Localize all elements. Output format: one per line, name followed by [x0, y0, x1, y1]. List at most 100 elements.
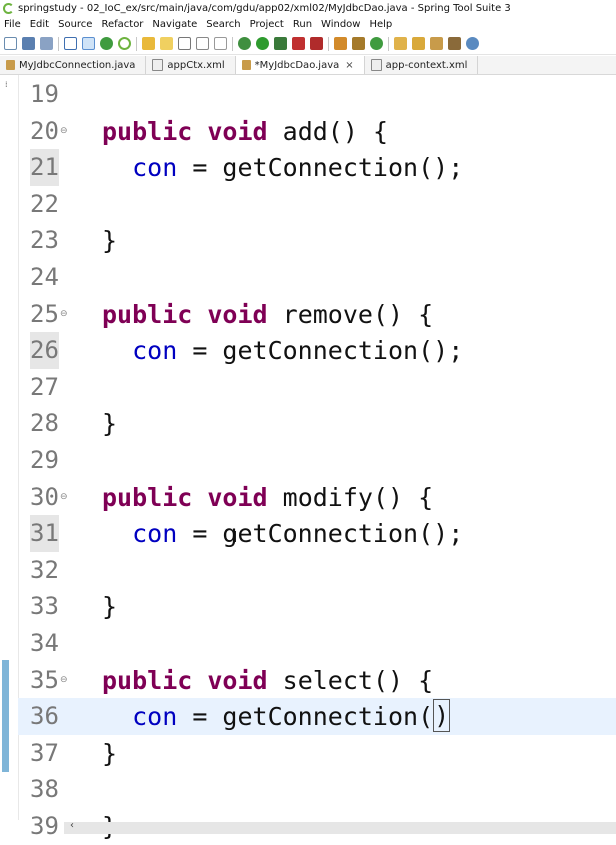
main-toolbar [0, 33, 616, 55]
tab-myjdbcdao[interactable]: *MyJdbcDao.java × [235, 56, 365, 74]
pin-icon[interactable] [142, 37, 155, 50]
toolbar-separator [58, 36, 59, 51]
code-line[interactable]: 21 con = getConnection(); [18, 149, 616, 187]
open-folder-icon[interactable] [412, 37, 425, 50]
menu-run[interactable]: Run [292, 18, 313, 30]
new-package-icon[interactable] [352, 37, 365, 50]
tab-label: MyJdbcConnection.java [19, 59, 136, 71]
code-text: } [102, 738, 118, 768]
fold-toggle-icon[interactable]: ⊖ [60, 308, 68, 319]
code-line[interactable]: 30⊖ public void modify() { [18, 479, 616, 516]
close-icon[interactable]: × [345, 59, 354, 71]
menu-window[interactable]: Window [321, 18, 361, 30]
save-icon[interactable] [22, 37, 35, 50]
code-line[interactable]: 27 [18, 369, 616, 406]
code-text: } [102, 409, 118, 439]
open-type-icon[interactable] [394, 37, 407, 50]
line-number: 32 [30, 555, 59, 584]
code-line[interactable]: 26 con = getConnection(); [18, 332, 616, 370]
code-line[interactable]: 37} [18, 735, 616, 772]
toolbar-separator [328, 36, 329, 51]
deploy-icon[interactable] [310, 37, 323, 50]
horizontal-scrollbar[interactable] [64, 822, 616, 834]
fold-toggle-icon[interactable]: ⊖ [60, 125, 68, 136]
tab-myjdbcconnection[interactable]: MyJdbcConnection.java [0, 56, 147, 74]
tab-app-context[interactable]: app-context.xml [365, 56, 479, 74]
line-number: 38 [30, 775, 59, 804]
code-line[interactable]: 25⊖public void remove() { [18, 296, 616, 333]
save-all-icon[interactable] [40, 37, 53, 50]
line-number: 30 [30, 482, 59, 511]
new-java-project-icon[interactable] [334, 37, 347, 50]
refresh-icon[interactable] [118, 37, 131, 50]
text-cursor-icon: I [233, 528, 238, 546]
fold-toggle-icon[interactable]: ⊖ [60, 491, 68, 502]
line-number: 33 [30, 592, 59, 621]
menu-search[interactable]: Search [206, 18, 241, 30]
navigate-icon[interactable] [448, 37, 461, 50]
xml-file-icon [152, 59, 164, 71]
spring-boot-icon[interactable] [100, 37, 113, 50]
change-marker [2, 660, 9, 772]
toolbar-separator [136, 36, 137, 51]
new-class-icon[interactable] [370, 37, 383, 50]
stop-icon[interactable] [292, 37, 305, 50]
code-line[interactable]: 29 [18, 442, 616, 479]
fold-toggle-icon[interactable]: ⊖ [60, 674, 68, 685]
edit-icon[interactable] [430, 37, 443, 50]
title-bar: springstudy - 02_IoC_ex/src/main/java/co… [0, 0, 616, 16]
mark-occurrences-icon[interactable] [214, 37, 227, 50]
code-line[interactable]: 33} [18, 588, 616, 625]
line-number: 36 [30, 702, 59, 731]
code-line[interactable]: 38 [18, 771, 616, 808]
matching-bracket: ) [433, 699, 451, 733]
debug-icon[interactable] [238, 37, 251, 50]
code-line[interactable]: 19 [18, 76, 616, 113]
line-number: 39 [30, 812, 59, 840]
code-line[interactable]: 23} [18, 222, 616, 259]
code-line[interactable]: 34 [18, 625, 616, 662]
open-console-icon[interactable] [64, 37, 77, 50]
code-line[interactable]: 32 [18, 552, 616, 589]
tab-appctx[interactable]: appCtx.xml [146, 56, 236, 74]
code-line[interactable]: 36 con = getConnection() [18, 698, 616, 736]
toggle-mark-icon[interactable] [82, 37, 95, 50]
code-text: con = getConnection() [132, 699, 451, 733]
block-selection-icon[interactable] [178, 37, 191, 50]
line-number: 34 [30, 629, 59, 657]
line-number: 35 [30, 665, 59, 694]
globe-icon[interactable] [466, 37, 479, 50]
run-tool-icon[interactable] [274, 37, 287, 50]
tab-label: appCtx.xml [167, 59, 225, 71]
tab-label: *MyJdbcDao.java [254, 59, 340, 71]
tab-label: app-context.xml [385, 59, 468, 71]
bookmark-icon: ⁞ [5, 80, 8, 89]
code-text: } [102, 226, 118, 256]
code-text: public void modify() { [102, 482, 434, 512]
menu-edit[interactable]: Edit [29, 18, 50, 30]
toolbar-separator [232, 36, 233, 51]
show-whitespace-icon[interactable] [196, 37, 209, 50]
menu-navigate[interactable]: Navigate [152, 18, 198, 30]
code-line[interactable]: 31 con = getConnection(); [18, 515, 616, 553]
menu-help[interactable]: Help [369, 18, 393, 30]
code-line[interactable]: 20⊖public void add() { [18, 113, 616, 150]
run-icon[interactable] [256, 37, 269, 50]
spring-tool-suite-icon [3, 2, 14, 14]
scroll-left-icon[interactable]: ‹ [70, 820, 74, 831]
code-line[interactable]: 24 [18, 259, 616, 296]
code-line[interactable]: 22 [18, 186, 616, 223]
menu-refactor[interactable]: Refactor [101, 18, 144, 30]
menu-project[interactable]: Project [249, 18, 284, 30]
menu-file[interactable]: File [4, 18, 21, 30]
editor-tab-bar: MyJdbcConnection.java appCtx.xml *MyJdbc… [0, 56, 616, 75]
highlight-icon[interactable] [160, 37, 173, 50]
code-text: public void add() { [102, 116, 389, 146]
code-line[interactable]: 35⊖public void select() { [18, 662, 616, 699]
code-text: con = getConnection(); [132, 153, 464, 183]
java-file-icon [241, 60, 251, 70]
new-file-icon[interactable] [4, 37, 17, 50]
menu-source[interactable]: Source [58, 18, 93, 30]
code-line[interactable]: 28} [18, 405, 616, 442]
